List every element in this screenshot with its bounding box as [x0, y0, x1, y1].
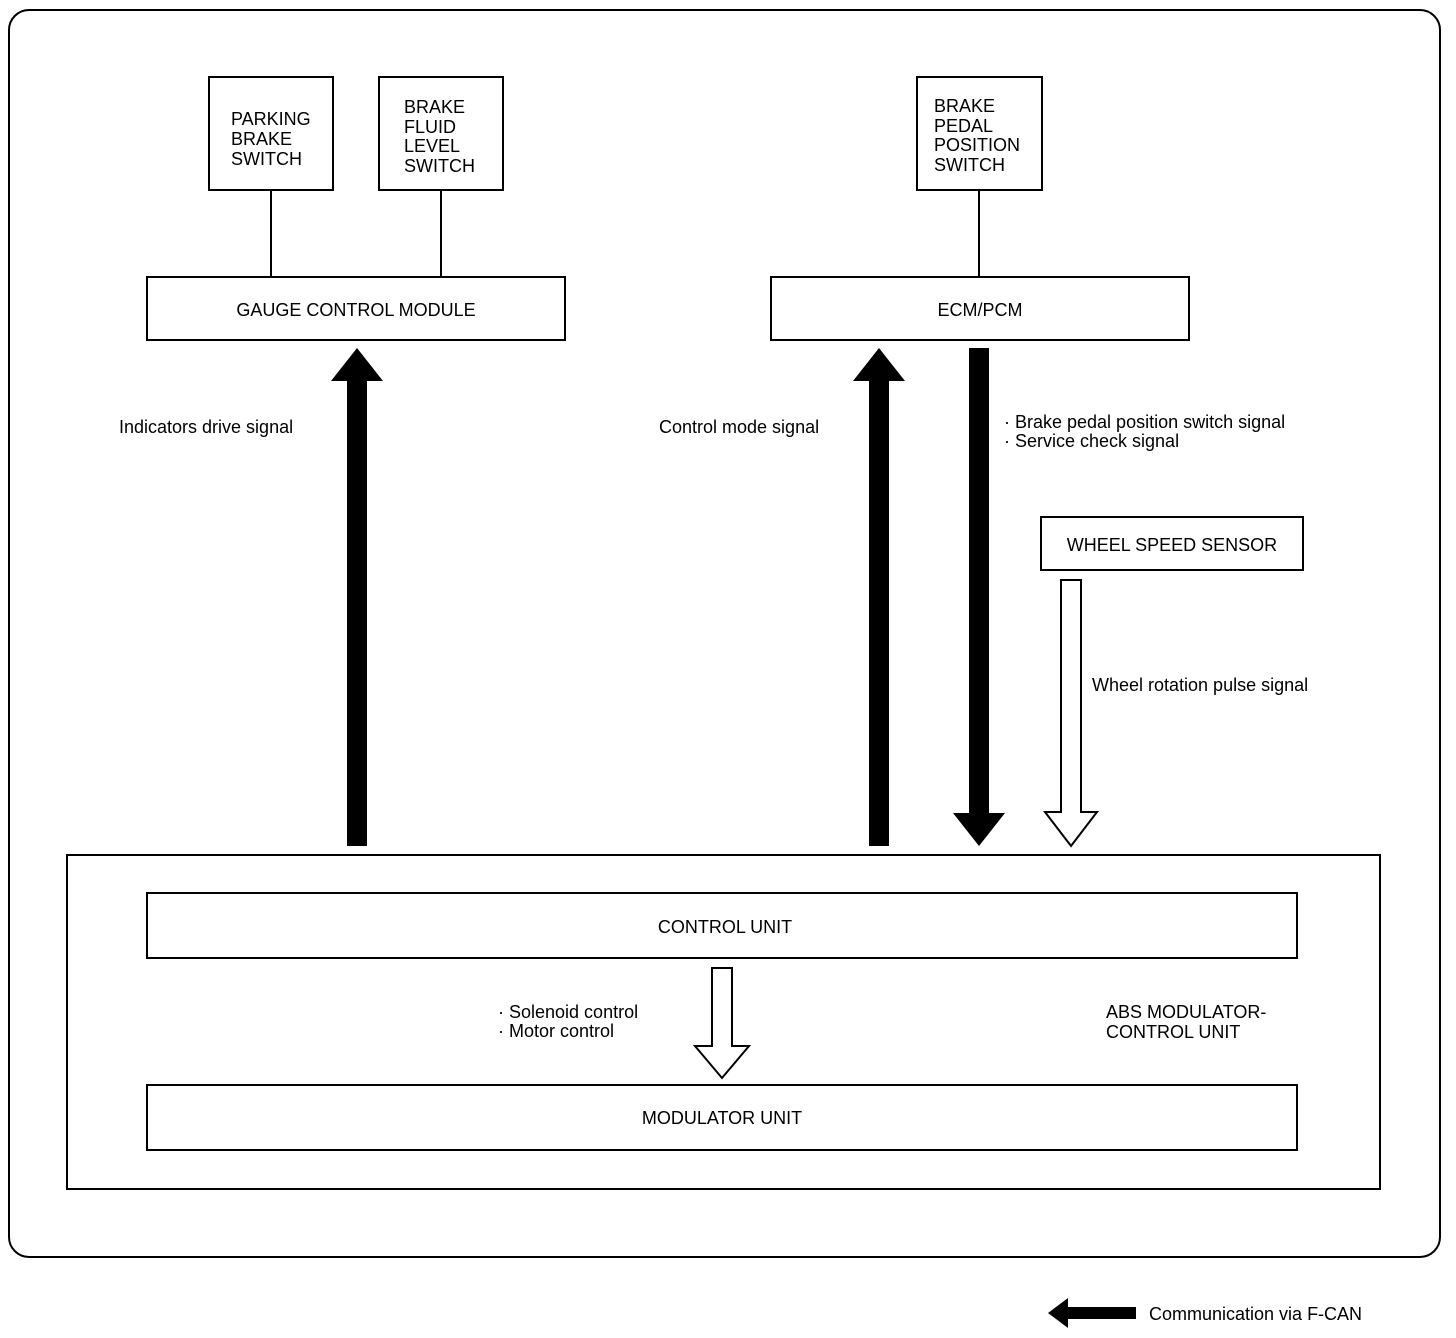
gauge-control-module-box: GAUGE CONTROL MODULE	[146, 276, 566, 341]
brake-pedal-position-switch-line-3: POSITION	[934, 135, 1020, 155]
brake-pedal-position-switch-line-2: PEDAL	[934, 116, 993, 136]
wheel-rotation-pulse-arrow	[1042, 579, 1100, 848]
parking-brake-switch-line-1: PARKING	[231, 109, 311, 129]
fcan-legend-label: Communication via F-CAN	[1149, 1304, 1362, 1324]
control-to-modulator-arrow	[692, 967, 752, 1080]
service-check-signal-label: · Service check signal	[1004, 431, 1179, 451]
wheel-speed-sensor-box: WHEEL SPEED SENSOR	[1040, 516, 1304, 571]
wheel-rotation-pulse-signal-label: Wheel rotation pulse signal	[1092, 675, 1308, 695]
abs-modulator-control-unit-label-line-1: ABS MODULATOR-	[1106, 1002, 1266, 1022]
ecm-pcm-box: ECM/PCM	[770, 276, 1190, 341]
parking-brake-switch-box: PARKING BRAKE SWITCH	[208, 76, 334, 191]
control-unit-label: CONTROL UNIT	[658, 917, 792, 937]
gauge-control-module-label: GAUGE CONTROL MODULE	[236, 300, 475, 320]
solenoid-control-label: · Solenoid control	[498, 1002, 638, 1022]
outer-frame	[8, 9, 1441, 1258]
wheel-speed-sensor-label: WHEEL SPEED SENSOR	[1067, 535, 1277, 555]
brake-pedal-position-signal-label: · Brake pedal position switch signal	[1004, 412, 1285, 432]
indicators-drive-arrow	[331, 348, 383, 846]
brake-fluid-level-switch-box: BRAKE FLUID LEVEL SWITCH	[378, 76, 504, 191]
modulator-unit-label: MODULATOR UNIT	[642, 1108, 802, 1128]
fcan-legend-arrow-icon	[1048, 1298, 1136, 1328]
motor-control-label: · Motor control	[498, 1021, 614, 1041]
abs-modulator-control-unit-label-line-2: CONTROL UNIT	[1106, 1022, 1240, 1042]
ecm-to-abs-arrow	[953, 348, 1005, 846]
parking-brake-switch-line-3: SWITCH	[231, 149, 302, 169]
brake-fluid-level-switch-line-4: SWITCH	[404, 156, 475, 176]
parking-brake-switch-line-2: BRAKE	[231, 129, 292, 149]
indicators-drive-signal-label: Indicators drive signal	[119, 417, 293, 437]
brake-fluid-level-switch-line-2: FLUID	[404, 117, 456, 137]
control-unit-box: CONTROL UNIT	[146, 892, 1298, 959]
control-mode-arrow	[853, 348, 905, 846]
brake-pedal-position-switch-line-1: BRAKE	[934, 96, 995, 116]
brake-fluid-level-switch-line-3: LEVEL	[404, 136, 460, 156]
brake-pedal-position-switch-line-4: SWITCH	[934, 155, 1005, 175]
ecm-pcm-label: ECM/PCM	[938, 300, 1023, 320]
modulator-unit-box: MODULATOR UNIT	[146, 1084, 1298, 1151]
brake-fluid-level-switch-line-1: BRAKE	[404, 97, 465, 117]
control-mode-signal-label: Control mode signal	[659, 417, 819, 437]
brake-pedal-position-switch-box: BRAKE PEDAL POSITION SWITCH	[916, 76, 1043, 191]
legend: Communication via F-CAN	[1048, 1298, 1362, 1328]
